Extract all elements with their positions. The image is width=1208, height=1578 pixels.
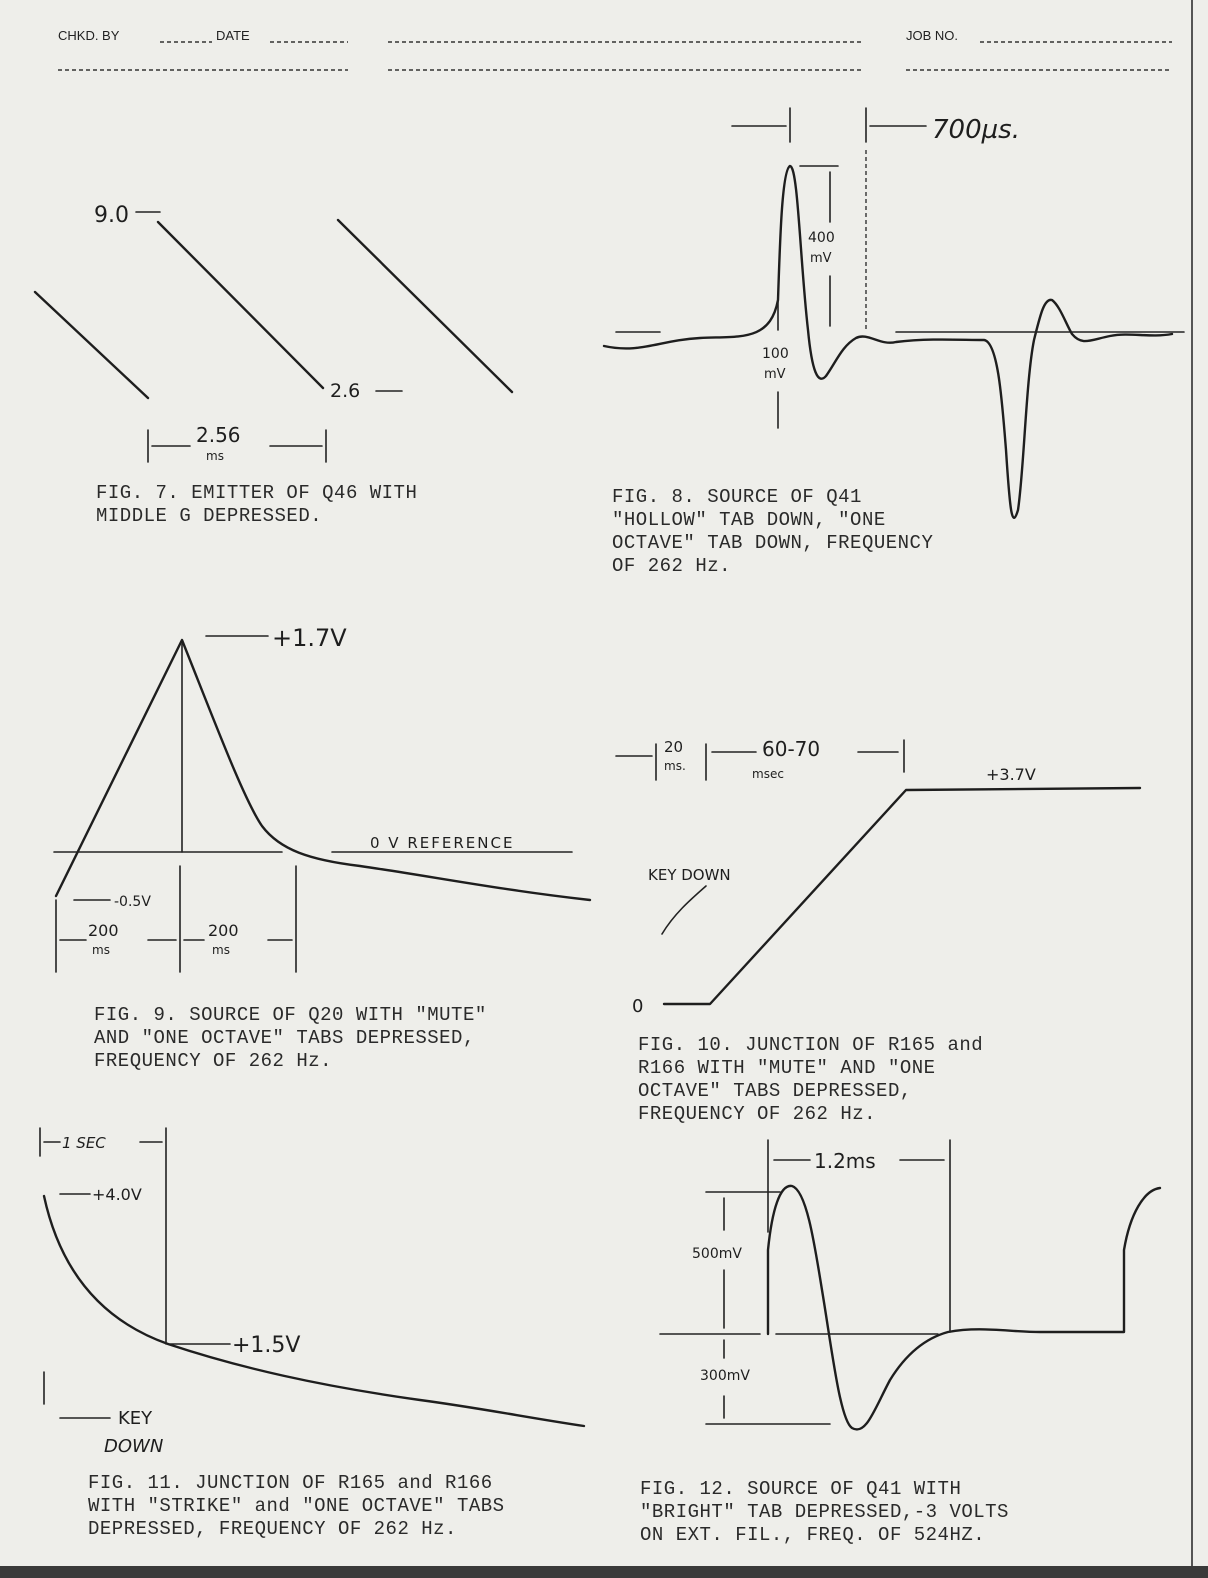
fig10-trace [662, 786, 1142, 1006]
form-header: CHKD. BY DATE JOB NO. [58, 28, 1172, 71]
date-label: DATE [216, 28, 250, 43]
fig8-peak-unit: mV [810, 251, 832, 266]
fig11-time-label: 1 SEC [62, 1134, 106, 1152]
fig11-trace [42, 1194, 586, 1428]
fig9-rise-unit: ms [92, 943, 110, 957]
fig9-trace [54, 638, 592, 902]
fig7-bottom-label: 2.6 [330, 380, 360, 402]
fig12-period-label: 1.2ms [814, 1149, 876, 1173]
fig12-trough-label: 300mV [700, 1368, 750, 1384]
fig9-caption: FIG. 9. SOURCE OF Q20 WITH "MUTE" AND "O… [94, 1004, 487, 1072]
fig8-caption: FIG. 8. SOURCE OF Q41 "HOLLOW" TAB DOWN,… [612, 486, 934, 577]
fig11-start-label: +4.0V [92, 1185, 142, 1204]
fig12-peak-label: 500mV [692, 1246, 742, 1262]
fig10-delay-value: 20 [664, 738, 683, 756]
bottom-page-edge [0, 1566, 1208, 1578]
fig10-waveform: 0 +3.7V 20 ms. 60-70 msec KEY DOWN [615, 737, 1142, 1017]
fig9-neg-label: -0.5V [114, 894, 151, 910]
fig7-period-unit: ms [206, 449, 224, 463]
fig10-delay-unit: ms. [664, 759, 686, 773]
fig9-reference-label: 0 V REFERENCE [370, 834, 514, 852]
fig7-ramp [336, 218, 514, 394]
fig10-ramp-unit: msec [752, 767, 784, 781]
fig7-top-label: 9.0 [94, 203, 129, 228]
fig10-key-down-arrow [661, 885, 707, 935]
fig8-trace [602, 164, 1174, 519]
fig10-key-down-label: KEY DOWN [648, 866, 731, 884]
fig7-ramp [33, 290, 150, 400]
fig8-waveform: 700µs. 400 mV 100 mV [602, 107, 1185, 519]
fig10-ramp-value: 60-70 [762, 737, 820, 761]
fig11-key-label: KEY [118, 1408, 153, 1429]
fig11-waveform: 1 SEC +4.0V +1.5V KEY DOWN [39, 1127, 586, 1457]
fig7-ramp [156, 220, 325, 390]
fig7-period-value: 2.56 [196, 423, 241, 447]
fig8-trough-unit: mV [764, 367, 786, 382]
fig10-caption: FIG. 10. JUNCTION OF R165 and R166 WITH … [638, 1034, 984, 1125]
fig12-waveform: 1.2ms 500mV 300mV [659, 1139, 1162, 1431]
fig7-caption: FIG. 7. EMITTER OF Q46 WITH MIDDLE G DEP… [96, 482, 418, 527]
fig8-trough-value: 100 [762, 346, 789, 362]
checked-by-label: CHKD. BY [58, 28, 120, 43]
fig9-fall-unit: ms [212, 943, 230, 957]
fig9-peak-label: +1.7V [272, 624, 347, 652]
fig7-waveform: 9.0 2.6 2.56 ms [33, 203, 514, 463]
fig8-timing-label: 700µs. [932, 115, 1020, 145]
job-no-label: JOB NO. [906, 28, 958, 43]
fig11-caption: FIG. 11. JUNCTION OF R165 and R166 WITH … [88, 1472, 505, 1540]
fig12-caption: FIG. 12. SOURCE OF Q41 WITH "BRIGHT" TAB… [640, 1478, 1009, 1546]
fig11-down-label: DOWN [104, 1436, 163, 1457]
fig12-trace [766, 1184, 1162, 1431]
fig9-fall-value: 200 [208, 921, 239, 940]
fig9-rise-value: 200 [88, 921, 119, 940]
fig10-zero-label: 0 [632, 996, 643, 1017]
fig9-waveform: 0 V REFERENCE +1.7V -0.5V 200 ms 200 ms [53, 624, 592, 973]
fig10-level-label: +3.7V [986, 765, 1036, 784]
fig8-peak-value: 400 [808, 230, 835, 246]
fig11-end-label: +1.5V [232, 1333, 300, 1358]
